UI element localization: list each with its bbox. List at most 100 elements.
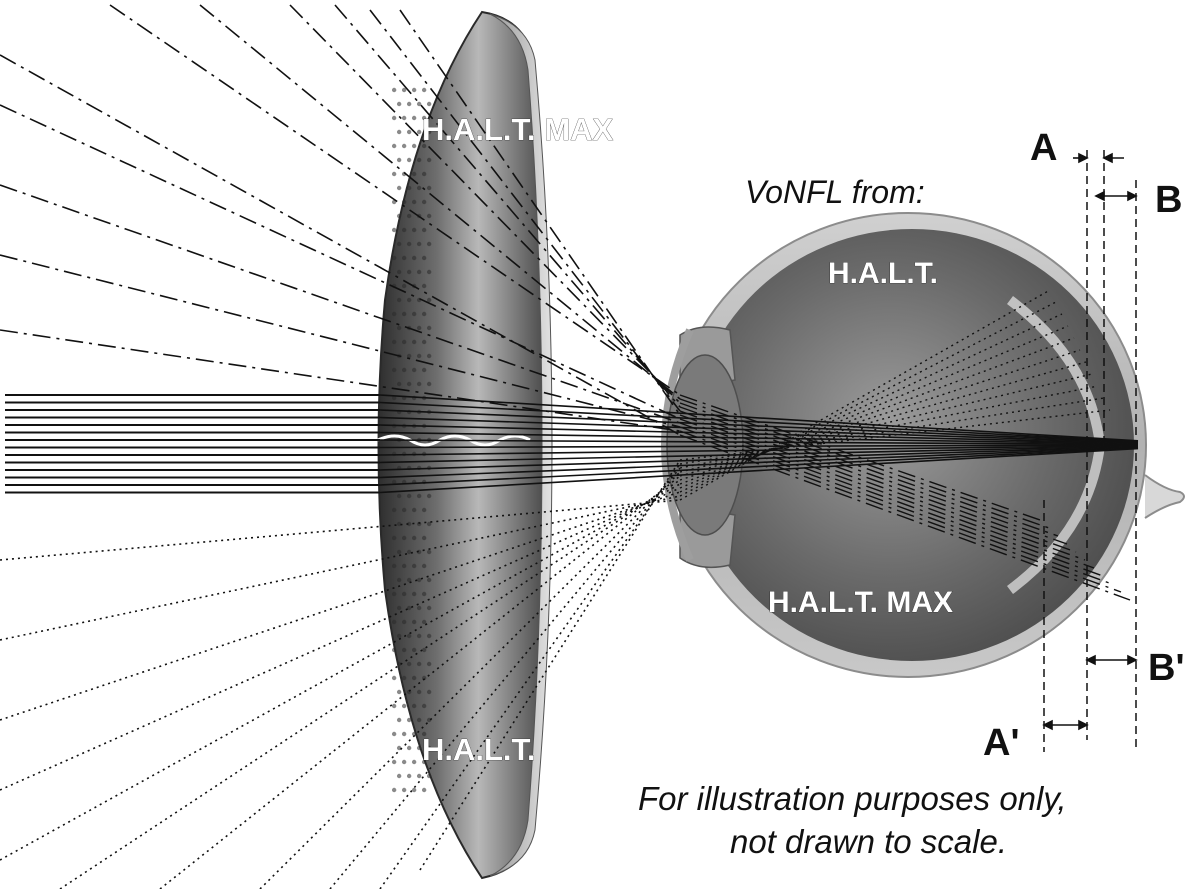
ray-halt-incoming — [329, 467, 681, 889]
lens-microlens-dot — [401, 199, 407, 205]
vonfl-measurement-lines — [1042, 150, 1138, 752]
lens-microlens-dot — [421, 703, 427, 709]
lens-microlens-dot — [401, 619, 407, 625]
lens-microlens-dot — [421, 227, 427, 233]
ray-halt-focus — [679, 325, 1069, 489]
lens-microlens-dot — [401, 591, 407, 597]
ray-halt-incoming — [0, 487, 681, 791]
lens-microlens-dot — [396, 185, 402, 191]
lens-microlens-dot — [421, 535, 427, 541]
disclaimer-line-1: For illustration purposes only, — [638, 780, 1067, 817]
lens-microlens-dot — [391, 311, 397, 317]
lens-microlens-dot — [426, 185, 432, 191]
lens-microlens-dot — [401, 311, 407, 317]
lens-microlens-dot — [421, 563, 427, 569]
ray-halt-max-focus — [679, 410, 1077, 553]
lens-microlens-dot — [401, 339, 407, 345]
ray-central-refracted — [379, 446, 1139, 471]
lens-microlens-dot — [416, 325, 422, 331]
eye-cornea — [661, 328, 694, 562]
ray-halt-focus — [679, 301, 1057, 497]
lens-microlens-dot — [421, 143, 427, 149]
lens-microlens-dot — [416, 101, 422, 107]
lens-microlens-dot — [391, 647, 397, 653]
lens-microlens-dot — [391, 227, 397, 233]
lens-microlens-dot — [396, 269, 402, 275]
ray-halt-incoming — [259, 471, 681, 889]
lens-microlens-dot — [406, 353, 412, 359]
ray-halt-focus — [679, 313, 1063, 493]
lens-microlens-dot — [406, 381, 412, 387]
eye-top-label: H.A.L.T. — [828, 257, 938, 290]
lens-microlens-dot — [416, 185, 422, 191]
lens-microlens-dot — [421, 619, 427, 625]
lens-microlens-dot — [401, 283, 407, 289]
lens-microlens-dot — [426, 605, 432, 611]
lens-microlens-dot — [426, 689, 432, 695]
lens-microlens-dot — [396, 297, 402, 303]
lens-microlens-dot — [406, 717, 412, 723]
ray-halt-max-incoming — [334, 4, 681, 408]
lens-microlens-dot — [421, 171, 427, 177]
lens-microlens-dot — [411, 227, 417, 233]
ray-central-refracted — [379, 447, 1139, 494]
ray-halt-max-focus — [679, 414, 1086, 561]
lens-microlens-dot — [401, 115, 407, 121]
lens-microlens-dot — [396, 661, 402, 667]
marker-a-arrow — [1073, 152, 1124, 164]
lens-microlens-dot — [411, 535, 417, 541]
ray-halt-max-focus — [679, 402, 1059, 537]
lens-microlens-dot — [396, 577, 402, 583]
lens-microlens-dot — [391, 759, 397, 765]
marker-a-label: A — [1030, 127, 1057, 169]
ray-halt-max-focus — [679, 394, 1041, 521]
lens-microlens-dot — [391, 339, 397, 345]
lens-microlens-dot — [421, 731, 427, 737]
lens-microlens-dot — [391, 479, 397, 485]
lens-microlens-dot — [406, 521, 412, 527]
ray-halt-incoming — [159, 475, 681, 889]
lens-microlens-dot — [426, 661, 432, 667]
marker-a-prime-label: A' — [983, 722, 1019, 764]
ray-halt-max-incoming — [289, 4, 681, 404]
lens-microlens-dot — [411, 87, 417, 93]
lens-microlens-dot — [396, 633, 402, 639]
lens-microlens-dot — [411, 675, 417, 681]
ray-halt-max-focus — [679, 422, 1104, 577]
ray-halt-focus — [679, 373, 1093, 473]
lens-microlens-dot — [406, 661, 412, 667]
lens-microlens-dot — [426, 241, 432, 247]
ray-halt-max-incoming — [0, 104, 681, 420]
lens-microlens-dot — [426, 269, 432, 275]
lens-microlens-dot — [416, 241, 422, 247]
lens-microlens-dot — [416, 661, 422, 667]
lens-microlens-dot — [416, 633, 422, 639]
ray-halt-max-incoming — [0, 254, 681, 428]
lens-microlens-dot — [421, 787, 427, 793]
ray-halt-incoming — [0, 491, 681, 721]
lens-microlens-dot — [421, 255, 427, 261]
lens-microlens-dot — [421, 759, 427, 765]
lens-microlens-dot — [426, 773, 432, 779]
lens-microlens-dot — [426, 297, 432, 303]
lens-microlens-dot — [416, 773, 422, 779]
lens-microlens-dot — [396, 717, 402, 723]
lens-microlens-dot — [391, 535, 397, 541]
lens-microlens-dot — [421, 115, 427, 121]
lens-center-wave — [377, 434, 531, 447]
lens-microlens-dot — [421, 283, 427, 289]
lens-microlens-dot — [421, 367, 427, 373]
lens-microlens-dot — [391, 703, 397, 709]
lens-microlens-dot — [401, 647, 407, 653]
lens-microlens-dot — [406, 549, 412, 555]
lens-microlens-dot — [401, 787, 407, 793]
lens-microlens-dot — [396, 689, 402, 695]
ray-halt-max-focus — [679, 434, 1131, 601]
lens-microlens-dot — [396, 493, 402, 499]
lens-microlens-dot — [411, 787, 417, 793]
eye-crystalline-lens — [666, 354, 744, 536]
vonfl-heading: VoNFL from: — [745, 174, 925, 210]
ray-halt-incoming — [0, 495, 681, 641]
lens-microlens-dot — [391, 143, 397, 149]
